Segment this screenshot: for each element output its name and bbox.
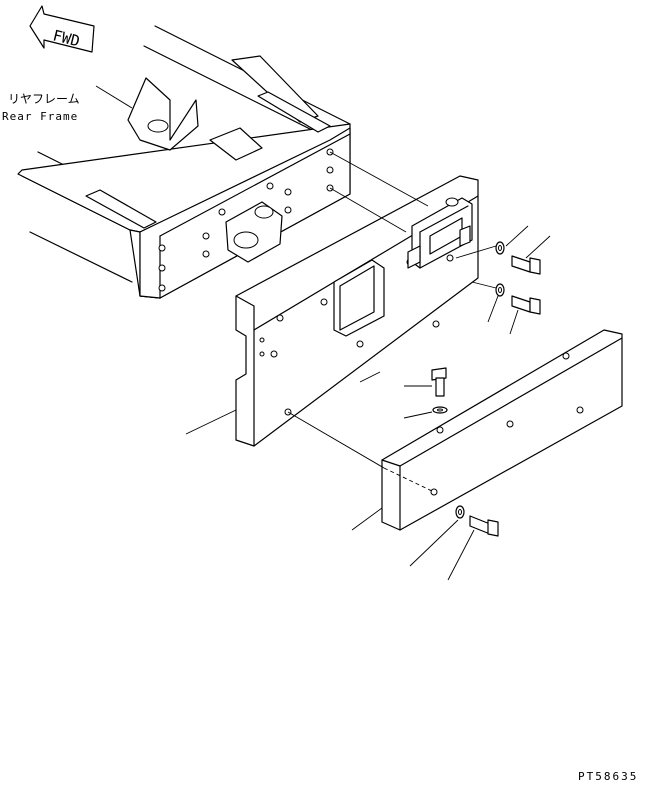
leader-line bbox=[351, 507, 383, 531]
hidden-line bbox=[383, 467, 435, 493]
rear-frame bbox=[17, 25, 351, 299]
bolt bbox=[511, 295, 541, 315]
washer bbox=[495, 241, 505, 255]
alignment-line bbox=[287, 411, 385, 469]
leader-line bbox=[505, 225, 529, 247]
leader-line bbox=[509, 309, 519, 335]
leader-line bbox=[487, 295, 499, 323]
rear-frame-leader bbox=[95, 85, 133, 109]
washer bbox=[432, 406, 448, 414]
mounting-bracket bbox=[407, 197, 473, 269]
alignment-line bbox=[471, 281, 497, 289]
leader-line bbox=[447, 529, 475, 581]
leader-line bbox=[403, 411, 433, 419]
rear-frame-label-jp: リヤフレーム bbox=[8, 92, 80, 106]
rear-frame-label-en: Rear Frame bbox=[2, 110, 78, 123]
counterweight bbox=[381, 329, 623, 531]
alignment-line bbox=[455, 245, 497, 259]
fwd-arrow-icon: FWD bbox=[29, 5, 95, 53]
washer bbox=[495, 283, 505, 297]
leader-line bbox=[409, 519, 459, 567]
leader-line bbox=[525, 235, 551, 259]
drawing-code: PT58635 bbox=[578, 770, 638, 783]
bolt bbox=[431, 367, 447, 397]
washer bbox=[455, 505, 465, 519]
bolt bbox=[469, 515, 499, 537]
leader-line bbox=[185, 409, 237, 435]
bolt bbox=[511, 255, 541, 275]
alignment-line bbox=[329, 187, 407, 233]
alignment-line bbox=[359, 371, 381, 383]
alignment-line bbox=[329, 151, 429, 207]
